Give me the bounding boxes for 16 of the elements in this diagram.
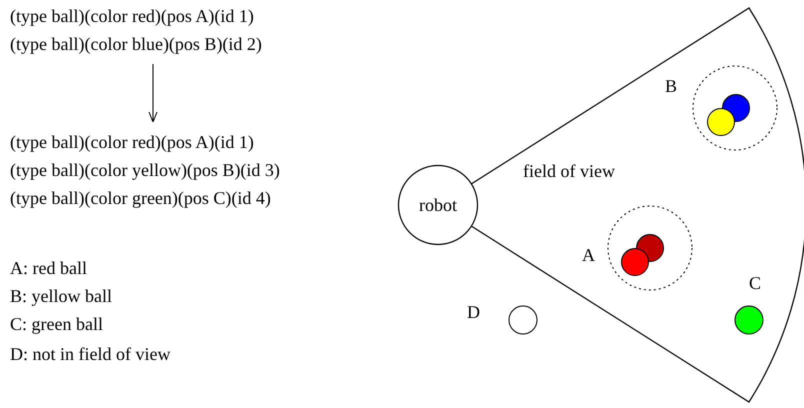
fact-line: (type ball)(color yellow)(pos B)(id 3)	[10, 160, 280, 180]
fact-line: (type ball)(color blue)(pos B)(id 2)	[10, 34, 262, 54]
arrow	[148, 64, 158, 122]
legend-text: A: red ball	[10, 258, 87, 278]
fact-line: (type ball)(color red)(pos A)(id 1)	[10, 6, 254, 26]
position-letter: A	[582, 245, 595, 265]
legend-text: C: green ball	[10, 314, 103, 334]
robot-label: robot	[418, 195, 458, 215]
position-letter: C	[749, 273, 762, 293]
legend-text: D: not in field of view	[10, 344, 170, 364]
fact-line: (type ball)(color red)(pos A)(id 1)	[10, 132, 254, 152]
position-letter: B	[665, 76, 678, 96]
position-letter: D	[467, 302, 480, 322]
legend-text: B: yellow ball	[10, 286, 112, 306]
sector-label: field of view	[523, 161, 615, 181]
fact-line: (type ball)(color green)(pos C)(id 4)	[10, 188, 271, 208]
